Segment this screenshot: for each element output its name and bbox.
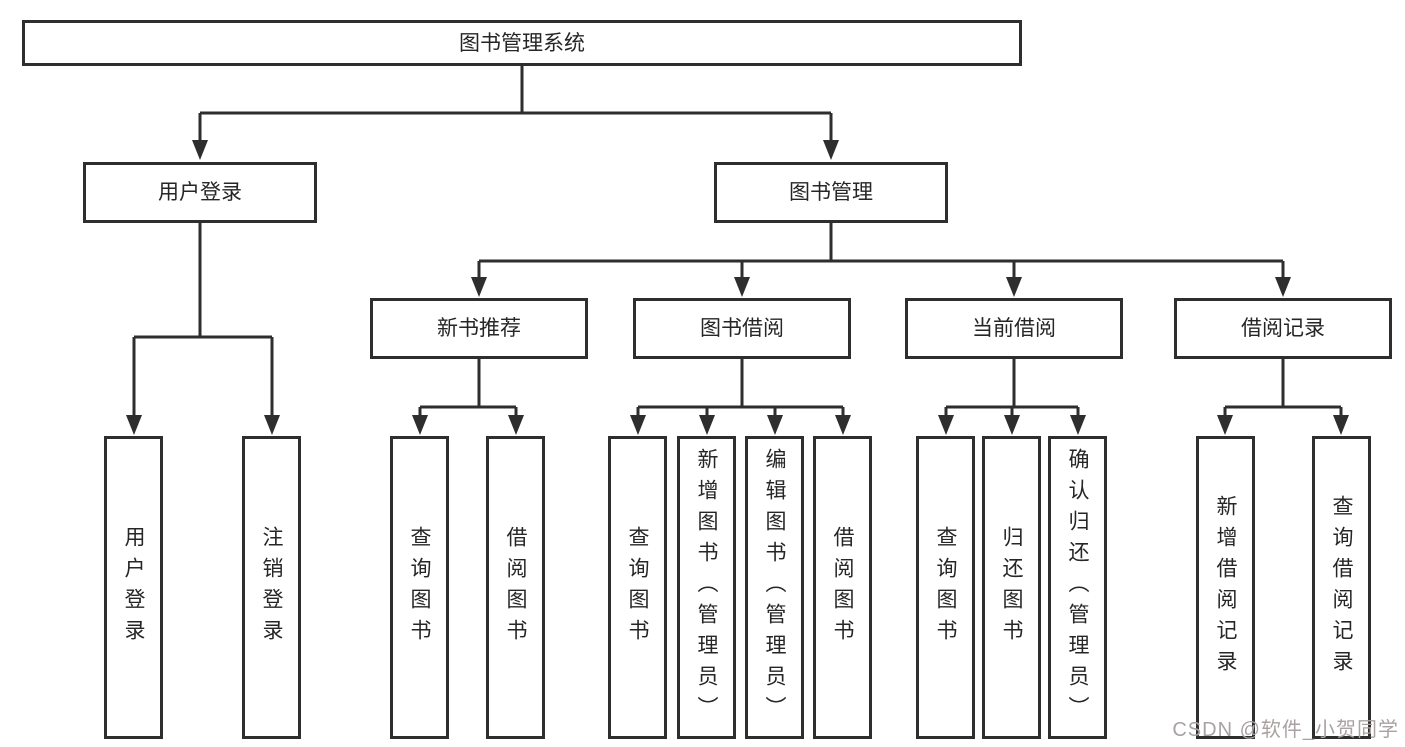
node-current-borrow-label: 当前借阅 <box>972 317 1056 340</box>
node-user-login-label: 用户登录 <box>158 181 242 204</box>
node-book-management: 图书管理 <box>714 162 948 223</box>
leaf-query-books-current: 查询图书 <box>916 436 975 739</box>
leaf-add-book-admin: 新增图书（管理员） <box>677 436 736 739</box>
node-user-login: 用户登录 <box>83 162 317 223</box>
leaf-logout-login-label: 注销登录 <box>260 525 283 650</box>
leaf-query-books-recommend: 查询图书 <box>390 436 449 739</box>
leaf-user-login: 用户登录 <box>104 436 163 739</box>
leaf-borrow-books: 借阅图书 <box>813 436 872 739</box>
leaf-query-books-current-label: 查询图书 <box>934 525 957 650</box>
leaf-query-books-recommend-label: 查询图书 <box>408 525 431 650</box>
node-borrow-records-label: 借阅记录 <box>1241 317 1325 340</box>
csdn-watermark: CSDN @软件_小贺同学 <box>1172 719 1399 741</box>
leaf-add-borrow-record-label: 新增借阅记录 <box>1214 494 1237 681</box>
leaf-confirm-return-admin-label: 确认归还（管理员） <box>1066 448 1089 727</box>
node-library-system-label: 图书管理系统 <box>459 31 585 55</box>
leaf-add-book-admin-label: 新增图书（管理员） <box>695 448 718 727</box>
leaf-query-books-borrow-label: 查询图书 <box>626 525 649 650</box>
leaf-add-borrow-record: 新增借阅记录 <box>1196 436 1255 739</box>
leaf-return-books: 归还图书 <box>982 436 1041 739</box>
leaf-query-borrow-record: 查询借阅记录 <box>1312 436 1371 739</box>
leaf-borrow-books-recommend: 借阅图书 <box>486 436 545 739</box>
node-borrow-records: 借阅记录 <box>1174 298 1392 359</box>
node-new-book-recommend-label: 新书推荐 <box>437 317 521 340</box>
leaf-confirm-return-admin: 确认归还（管理员） <box>1048 436 1107 739</box>
leaf-query-books-borrow: 查询图书 <box>608 436 667 739</box>
node-current-borrow: 当前借阅 <box>905 298 1123 359</box>
leaf-borrow-books-recommend-label: 借阅图书 <box>504 525 527 650</box>
leaf-user-login-label: 用户登录 <box>122 525 145 650</box>
node-new-book-recommend: 新书推荐 <box>370 298 588 359</box>
node-book-management-label: 图书管理 <box>789 181 873 204</box>
node-book-borrow-label: 图书借阅 <box>700 317 784 340</box>
tree-edges <box>132 66 1343 418</box>
leaf-edit-book-admin-label: 编辑图书（管理员） <box>763 448 786 727</box>
leaf-borrow-books-label: 借阅图书 <box>831 525 854 650</box>
node-book-borrow: 图书借阅 <box>633 298 851 359</box>
leaf-query-borrow-record-label: 查询借阅记录 <box>1330 494 1353 681</box>
node-library-system: 图书管理系统 <box>22 20 1022 66</box>
leaf-logout-login: 注销登录 <box>242 436 301 739</box>
leaf-edit-book-admin: 编辑图书（管理员） <box>745 436 804 739</box>
leaf-return-books-label: 归还图书 <box>1000 525 1023 650</box>
